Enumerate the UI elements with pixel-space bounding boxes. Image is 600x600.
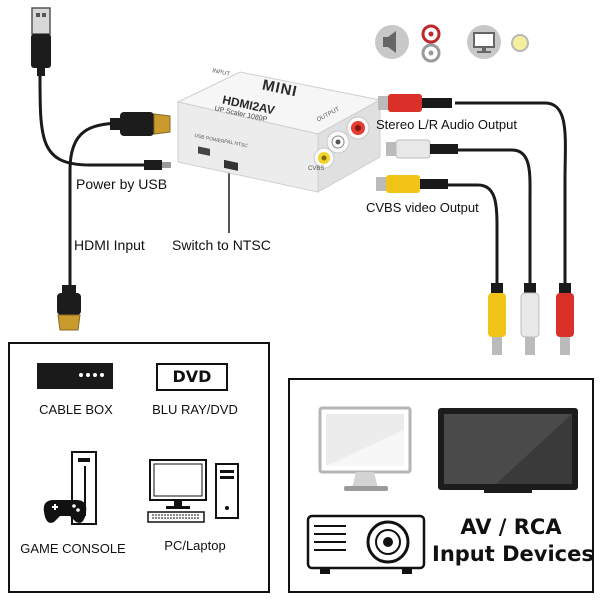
switch-label: Switch to NTSC: [172, 237, 271, 253]
rca-plugs-device-side: [488, 283, 574, 355]
game-console-icon: [43, 451, 97, 525]
hdmi-cable: [68, 121, 126, 290]
dvd-badge: DVD: [156, 363, 228, 391]
pc-laptop-icon: [147, 459, 239, 523]
bluray-label: BLU RAY/DVD: [152, 402, 238, 417]
hdmi2av-adapter: [176, 71, 382, 193]
white-audio-cable: [455, 148, 532, 292]
power-label: Power by USB: [76, 176, 168, 192]
output-devices-title-line1: AV / RCA: [460, 515, 562, 539]
usb-plug: [31, 7, 51, 76]
audio-output-label: Stereo L/R Audio Output: [376, 117, 517, 132]
cable-box-label: CABLE BOX: [39, 402, 113, 417]
video-output-label: CVBS video Output: [366, 200, 479, 215]
hdmi-input-label: HDMI Input: [74, 237, 145, 253]
rca-plugs-adapter-side: [376, 94, 458, 193]
projector-device-icon: [306, 514, 426, 574]
dvd-badge-text: DVD: [172, 367, 212, 386]
hdmi-plug-source-side: [57, 285, 81, 331]
monitor-device-icon: [318, 406, 412, 491]
game-console-label: GAME CONSOLE: [20, 541, 126, 556]
usb-cable: [38, 74, 150, 167]
cable-box-icon: [37, 363, 113, 389]
tv-device-icon: [438, 408, 578, 493]
yellow-video-cable: [445, 183, 499, 292]
output-devices-title-line2: Input Devices: [432, 542, 594, 566]
adapter-cvbs-label: CVBS: [308, 166, 325, 172]
micro-usb-tip: [144, 160, 171, 170]
pc-laptop-label: PC/Laptop: [164, 538, 226, 553]
monitor-icon: [467, 25, 501, 59]
video-jack-icon: [511, 34, 529, 52]
speaker-icon: [375, 25, 409, 59]
red-audio-cable: [455, 101, 567, 290]
hdmi-plug-adapter-side: [110, 112, 171, 136]
audio-jacks-icon: [421, 24, 441, 63]
